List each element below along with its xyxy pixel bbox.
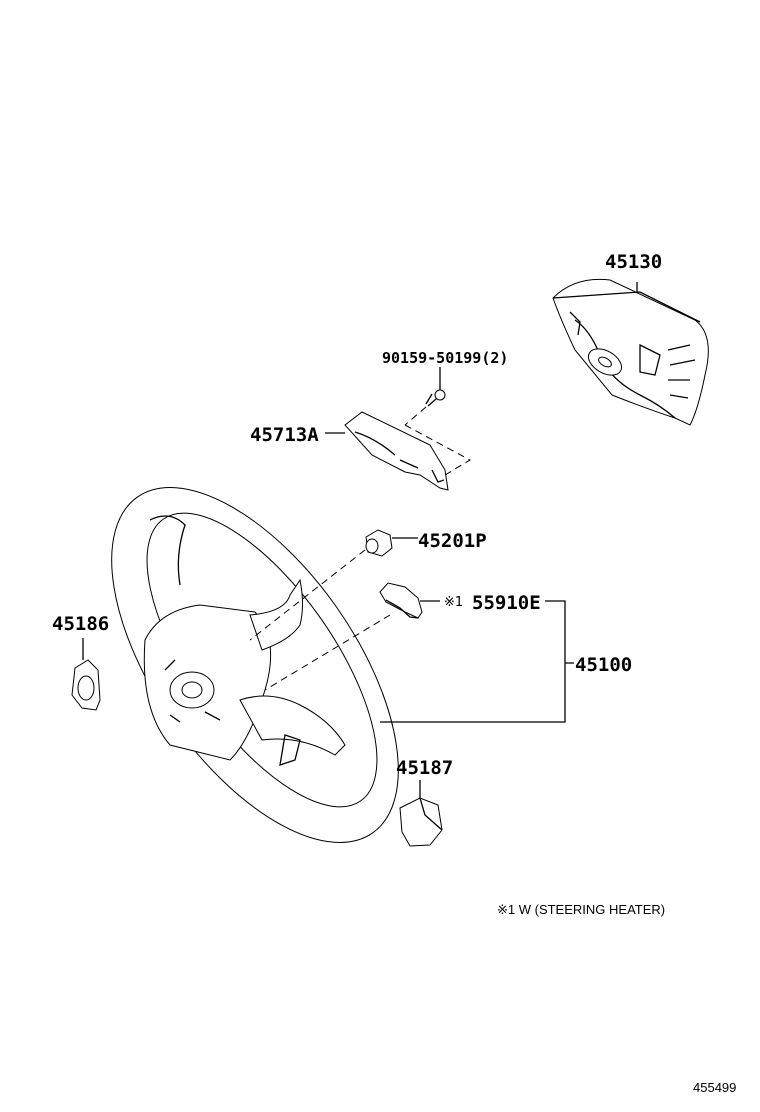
cover-right-drawing	[399, 797, 443, 847]
part-label-45186[interactable]: 45186	[52, 613, 109, 635]
nut-drawing	[365, 529, 393, 557]
airbag-pad-drawing	[552, 278, 709, 426]
bolt-drawing	[425, 389, 446, 407]
part-label-45713A[interactable]: 45713A	[250, 424, 319, 446]
footnote: ※1 W (STEERING HEATER)	[497, 902, 665, 917]
part-label-45201P[interactable]: 45201P	[418, 530, 487, 552]
heater-marker: ※1	[444, 595, 463, 610]
part-label-90159-50199[interactable]: 90159-50199(2)	[382, 349, 508, 367]
assembly-dash-lines-wheel	[249, 549, 391, 691]
assembly-dash-lines	[404, 406, 472, 479]
heater-ecu-drawing	[379, 582, 423, 619]
part-label-55910E[interactable]: 55910E	[472, 592, 541, 614]
figure-number: 455499	[693, 1080, 736, 1095]
steering-wheel-drawing	[111, 487, 399, 843]
bracket-45100	[380, 600, 574, 723]
part-label-45130[interactable]: 45130	[605, 251, 662, 273]
lower-cover-drawing	[344, 411, 449, 491]
part-label-45100[interactable]: 45100	[575, 654, 632, 676]
cover-left-drawing	[71, 659, 101, 711]
part-label-45187[interactable]: 45187	[396, 757, 453, 779]
